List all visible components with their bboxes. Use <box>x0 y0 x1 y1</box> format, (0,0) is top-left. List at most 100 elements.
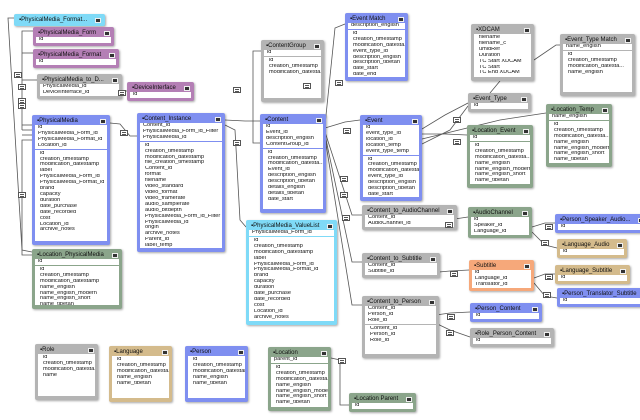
field[interactable]: date_purchase <box>40 203 78 209</box>
relationship-line[interactable] <box>489 80 501 94</box>
field[interactable]: name_english <box>276 382 311 388</box>
collapse-icon[interactable] <box>412 119 418 124</box>
field[interactable]: date_purchase <box>254 291 292 297</box>
key-field[interactable]: id <box>355 403 360 408</box>
field[interactable]: creation_timestamp <box>43 360 92 366</box>
relationship-operator-icon[interactable] <box>541 240 549 246</box>
relationship-operator-icon[interactable] <box>450 271 458 277</box>
field[interactable]: id <box>368 156 373 162</box>
table-header[interactable]: ▪Content_to_Subtitle <box>364 255 438 263</box>
field[interactable]: filename <box>145 178 167 184</box>
key-field[interactable]: Role_id <box>368 317 387 323</box>
field[interactable]: id <box>269 57 274 63</box>
field[interactable]: details_english <box>268 185 306 191</box>
field[interactable]: modification_datesta... <box>368 168 419 174</box>
field[interactable]: name_english_modern <box>554 145 609 151</box>
relationship-operator-icon[interactable] <box>543 292 551 298</box>
field[interactable]: modification_datestamp <box>145 154 205 160</box>
relationship-operator-icon[interactable] <box>340 192 348 198</box>
collapse-icon[interactable] <box>88 348 94 353</box>
collapse-icon[interactable] <box>430 257 436 262</box>
key-field[interactable]: Language_id <box>475 275 508 281</box>
field[interactable]: modification_datesta... <box>475 154 530 160</box>
field[interactable]: id <box>353 30 358 36</box>
field[interactable]: modification_datesta... <box>268 161 323 167</box>
table-person-speaker-audio[interactable]: ▪Person_Speaker_Audio...id <box>555 214 640 233</box>
collapse-icon[interactable] <box>406 397 412 402</box>
key-field[interactable]: Content_id <box>143 123 171 128</box>
field[interactable]: name_english_modern <box>40 290 97 296</box>
relationship-operator-icon[interactable] <box>118 90 126 96</box>
field[interactable]: id <box>40 150 45 156</box>
field[interactable]: Location_id <box>254 308 283 314</box>
field[interactable]: name_english_short <box>276 394 327 400</box>
field[interactable]: id <box>40 266 45 272</box>
relationship-line[interactable] <box>421 102 469 130</box>
key-field[interactable]: id <box>266 124 271 129</box>
key-field[interactable]: location_id <box>366 136 393 142</box>
relationship-operator-icon[interactable] <box>18 192 26 198</box>
field[interactable]: event_type_id <box>368 174 403 180</box>
table-header[interactable]: ▪Person_Translator_Subtitle <box>562 291 637 297</box>
key-field[interactable]: id <box>133 92 138 97</box>
field[interactable]: date_recorded <box>254 296 291 302</box>
field[interactable]: brand <box>40 186 55 192</box>
field[interactable]: creation_timestamp <box>40 272 89 278</box>
field[interactable]: id <box>268 149 273 155</box>
field[interactable]: id <box>117 357 122 362</box>
field[interactable]: modification_datesta... <box>117 368 169 374</box>
field[interactable]: id <box>554 121 559 127</box>
field[interactable]: modification_datesta... <box>554 133 609 139</box>
table-header[interactable]: ▪Location_Event <box>469 127 531 135</box>
field[interactable]: creation_timestamp <box>40 156 89 162</box>
table-header[interactable]: ▪ContentGroup <box>263 42 322 50</box>
relationship-operator-icon[interactable] <box>14 72 22 78</box>
relationship-operator-icon[interactable] <box>233 140 241 146</box>
field[interactable]: id <box>43 355 48 360</box>
field[interactable]: details_tibetan <box>268 190 305 196</box>
field[interactable]: capacity <box>40 191 61 197</box>
key-field[interactable]: id <box>474 217 479 222</box>
table-header[interactable]: ▪Content_Instance <box>139 115 223 123</box>
field[interactable]: Content_id <box>145 166 173 172</box>
field[interactable]: archive_notes <box>254 314 289 320</box>
field[interactable]: id <box>475 142 480 148</box>
table-header[interactable]: ▪PhysicalMedia_Form <box>35 29 112 37</box>
key-field[interactable]: Speaker_id <box>474 222 503 228</box>
collapse-icon[interactable] <box>617 243 623 248</box>
collapse-icon[interactable] <box>524 264 530 269</box>
key-field[interactable]: name_english <box>552 114 587 119</box>
collapse-icon[interactable] <box>104 31 110 36</box>
field[interactable]: name_english <box>475 160 510 166</box>
relationship-operator-icon[interactable] <box>303 83 311 89</box>
field[interactable]: modification_datesta... <box>269 69 321 75</box>
field[interactable]: PhysicalMedia_Form_id <box>40 174 100 180</box>
relationship-line[interactable] <box>421 112 547 140</box>
table-header[interactable]: ▪XDCAM <box>473 26 532 34</box>
collapse-icon[interactable] <box>109 53 115 58</box>
collapse-icon[interactable] <box>625 38 631 43</box>
field[interactable]: creation_timestamp <box>145 148 194 154</box>
table-header[interactable]: ▪Event_Type Match <box>562 36 633 44</box>
relationship-line[interactable] <box>324 119 361 129</box>
key-field[interactable]: id <box>38 259 43 264</box>
field[interactable]: audio_bitdepth <box>145 207 182 213</box>
field[interactable]: video_standard <box>145 184 184 190</box>
field[interactable]: PhysicalMedia_Form_id_Filter <box>145 213 221 219</box>
table-header[interactable]: ▪Location_Temp <box>548 106 610 114</box>
key-field[interactable]: Location_id <box>38 142 67 148</box>
relationship-line[interactable] <box>421 105 469 145</box>
relationship-operator-icon[interactable] <box>445 222 453 228</box>
field[interactable]: duration <box>40 197 61 203</box>
table-header[interactable]: ▪Role_Person_Content <box>472 330 552 338</box>
field[interactable]: modification_datestamp <box>40 278 100 284</box>
collapse-icon[interactable] <box>238 350 244 355</box>
key-field[interactable]: id <box>563 298 568 303</box>
field[interactable]: umidRef <box>479 46 500 52</box>
